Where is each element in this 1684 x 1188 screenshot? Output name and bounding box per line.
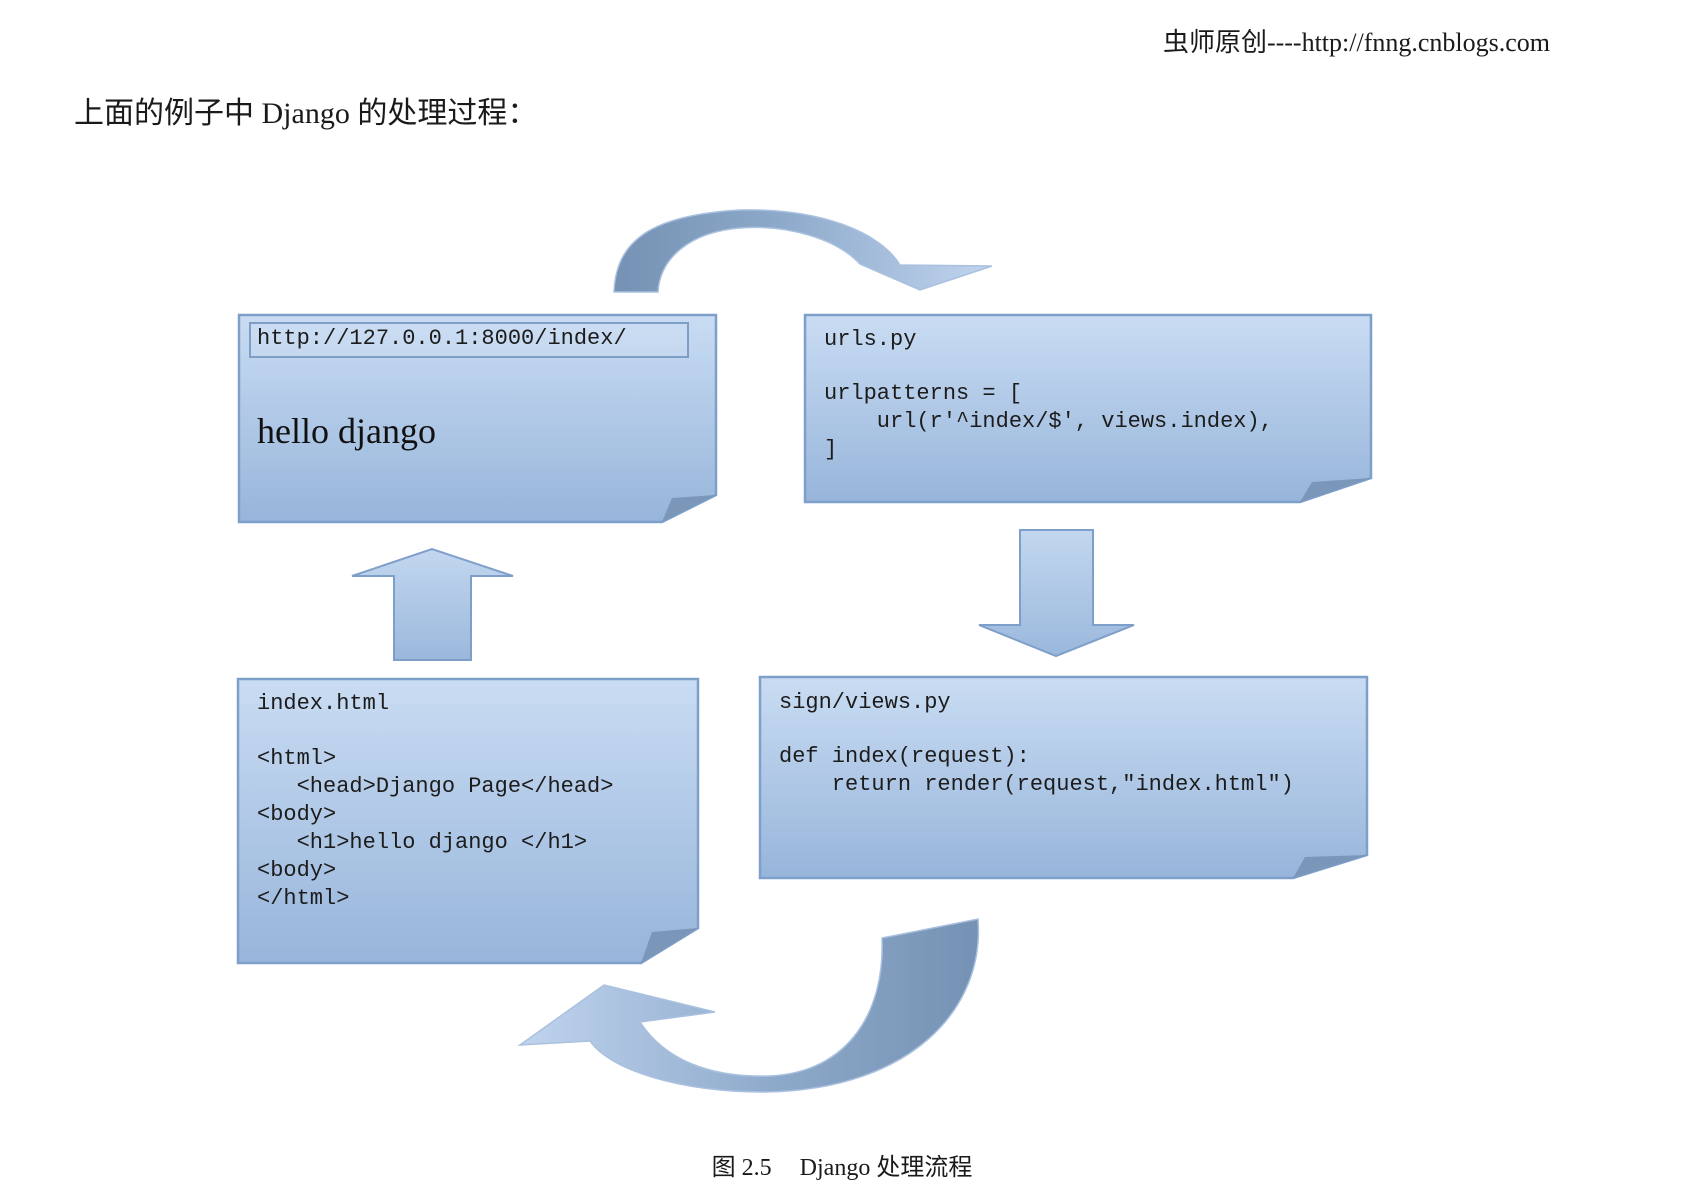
- figure-title: Django 处理流程: [799, 1155, 973, 1181]
- template-panel: [236, 677, 700, 965]
- curved-arrow-views-to-template: [517, 918, 980, 1093]
- figure-caption: 图 2.5 Django 处理流程: [0, 1147, 1684, 1182]
- source-note: 虫师原创----http://fnng.cnblogs.com: [1162, 28, 1550, 57]
- template-line-4: <h1>hello django </h1>: [257, 830, 588, 855]
- down-arrow-urls-to-views: [978, 529, 1135, 658]
- template-line-6: </html>: [257, 886, 350, 911]
- url-address-box: [249, 322, 689, 358]
- browser-panel: [237, 313, 718, 524]
- curved-arrow-browser-to-urls: [613, 209, 993, 293]
- template-line-3: <body>: [257, 802, 337, 827]
- browser-page-content: hello django: [257, 411, 436, 451]
- template-line-1: <html>: [257, 746, 337, 771]
- urls-line-2: url(r'^index/$', views.index),: [824, 409, 1273, 434]
- urls-line-3: ]: [824, 437, 838, 462]
- urls-filename: urls.py: [824, 327, 917, 352]
- intro-text: 上面的例子中 Django 的处理过程：: [74, 97, 538, 130]
- views-panel: [758, 675, 1369, 880]
- views-filename: sign/views.py: [779, 690, 951, 715]
- views-line-1: def index(request):: [779, 744, 1030, 769]
- views-line-2: return render(request,"index.html"): [779, 772, 1294, 797]
- urls-panel: [803, 313, 1373, 504]
- template-filename: index.html: [257, 691, 390, 716]
- up-arrow-template-to-browser: [351, 547, 514, 661]
- template-line-2: <head>Django Page</head>: [257, 774, 614, 799]
- urls-line-1: urlpatterns = [: [824, 381, 1023, 406]
- figure-number: 图 2.5: [711, 1155, 772, 1181]
- template-line-5: <body>: [257, 858, 337, 883]
- browser-url: http://127.0.0.1:8000/index/: [257, 326, 627, 351]
